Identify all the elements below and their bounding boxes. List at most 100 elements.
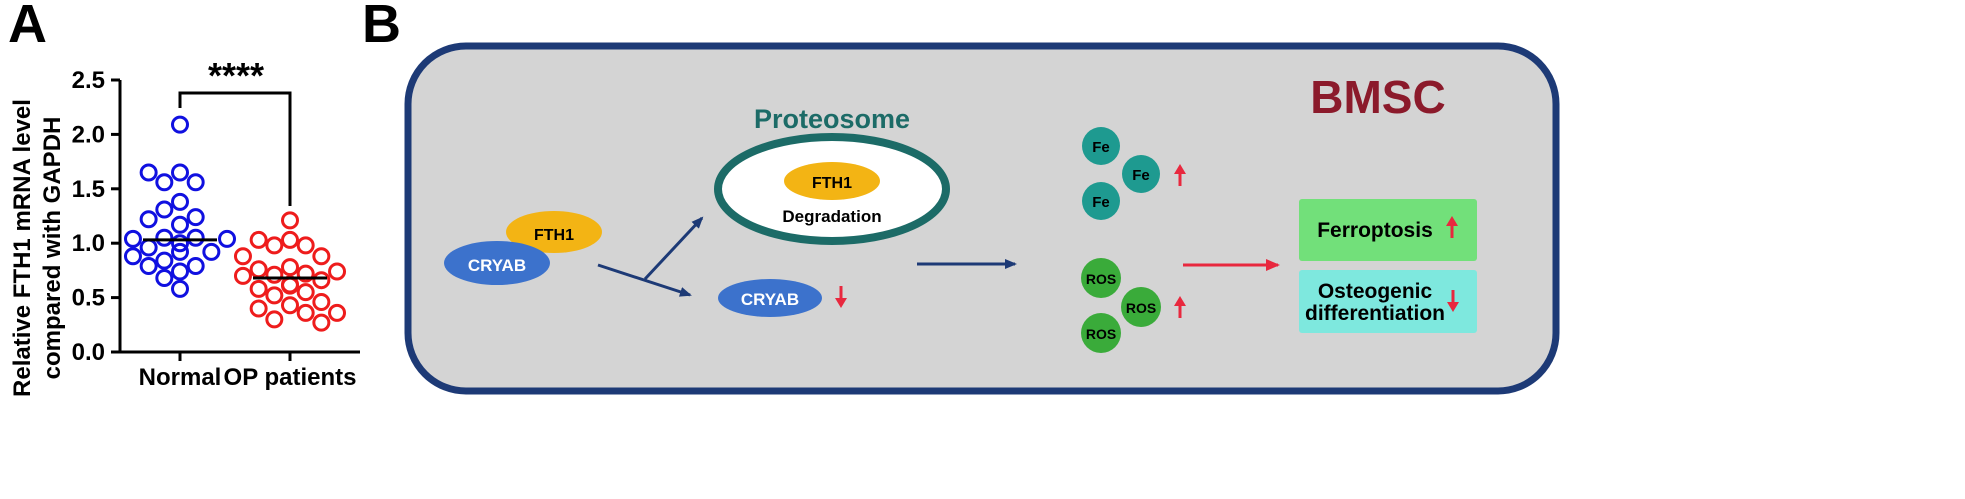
data-point (186, 208, 205, 227)
data-point (155, 228, 174, 247)
degradation-label: Degradation (782, 207, 881, 226)
fth1-node-degraded (784, 162, 880, 200)
data-point (186, 228, 205, 247)
ferroptosis-up-arrow-head (1446, 216, 1458, 226)
data-point (265, 236, 284, 255)
data-point (296, 264, 315, 283)
data-point (171, 242, 189, 261)
data-point (171, 262, 189, 281)
y-axis-label-line1: Relative FTH1 mRNA level (9, 99, 36, 397)
data-point (233, 266, 252, 285)
data-point (312, 271, 331, 290)
data-point (296, 283, 315, 302)
data-point (171, 215, 189, 234)
data-point (281, 258, 299, 277)
y-tick-label: 1.0 (72, 230, 105, 257)
data-point (139, 257, 158, 276)
y-axis-label-line2: compared with GAPDH (39, 117, 66, 380)
fth1-node-complex (506, 211, 602, 253)
bmsc-label: BMSC (1310, 71, 1445, 123)
data-point (249, 299, 268, 318)
y-tick-label: 2.0 (72, 121, 105, 148)
data-point (265, 265, 284, 284)
data-point (265, 286, 284, 305)
cryab-complex-label: CRYAB (468, 256, 526, 275)
osteogenic-box (1299, 270, 1477, 333)
y-tick-label: 0.0 (72, 339, 105, 366)
ros-label-3: ROS (1086, 326, 1116, 342)
data-point (155, 251, 174, 270)
fe-node-3 (1082, 182, 1120, 220)
significance-stars: **** (208, 55, 264, 96)
fe-label-1: Fe (1092, 139, 1110, 156)
arrow-to-proteasome (643, 216, 704, 281)
data-point (312, 247, 331, 266)
osteogenic-label-line2: differentiation (1305, 302, 1445, 325)
data-point (139, 210, 158, 229)
data-point (281, 296, 299, 315)
data-point (328, 303, 347, 322)
proteasome-label: Proteosome (754, 104, 910, 134)
ferroptosis-label: Ferroptosis (1317, 219, 1433, 242)
data-point (171, 234, 189, 253)
data-point (281, 211, 299, 230)
data-point (249, 279, 268, 298)
fth1-complex-label: FTH1 (534, 227, 574, 244)
data-point (123, 247, 142, 266)
data-point (328, 262, 347, 281)
data-point (139, 238, 158, 257)
data-point (265, 310, 284, 329)
x-tick-label: Normal (139, 364, 222, 391)
data-point (202, 242, 221, 261)
ros-node-2 (1121, 287, 1161, 327)
bmsc-cell (404, 42, 1560, 395)
fe-label-2: Fe (1132, 167, 1150, 184)
panel-a-letter: A (8, 0, 47, 54)
fe-label-3: Fe (1092, 194, 1110, 211)
cryab-free-label: CRYAB (741, 290, 799, 309)
data-point (171, 115, 189, 134)
data-point (139, 163, 158, 182)
panel-b-letter: B (362, 0, 401, 54)
ferroptosis-box (1299, 199, 1477, 261)
data-point (155, 200, 174, 219)
data-point (186, 173, 205, 192)
ros-label-1: ROS (1086, 271, 1116, 287)
data-point (218, 229, 237, 248)
data-point (155, 269, 174, 288)
data-point (233, 247, 252, 266)
x-tick-label: OP patients (224, 364, 357, 391)
ros-node-3 (1081, 313, 1121, 353)
arrow-to-cryab (597, 263, 692, 297)
data-point (249, 230, 268, 249)
ros-label-2: ROS (1126, 300, 1156, 316)
significance-bracket (178, 91, 292, 206)
data-point (312, 292, 331, 311)
data-point (171, 192, 189, 211)
ros-node-1 (1081, 258, 1121, 298)
cryab-node-complex (444, 241, 550, 285)
data-point (296, 303, 315, 322)
data-point (186, 257, 205, 276)
osteogenic-label-line1: Osteogenic (1318, 280, 1433, 303)
data-point (296, 236, 315, 255)
fe-node-1 (1082, 127, 1120, 165)
y-tick-label: 2.5 (72, 67, 105, 94)
osteogenic-down-arrow-head (1447, 302, 1459, 312)
fth1-degraded-label: FTH1 (812, 175, 852, 192)
data-point (155, 173, 174, 192)
y-tick-label: 0.5 (72, 285, 105, 312)
cryab-node-free (718, 279, 822, 317)
ros-up-arrow-head (1174, 296, 1186, 306)
data-point (171, 163, 189, 182)
fe-node-2 (1122, 155, 1160, 193)
data-point (249, 260, 268, 279)
scatter-chart: Relative FTH1 mRNA level compared with G… (9, 55, 360, 397)
data-point (123, 229, 142, 248)
data-point (171, 279, 189, 298)
data-point (281, 230, 299, 249)
cryab-down-arrow-head (835, 298, 847, 308)
data-point (312, 313, 331, 332)
y-tick-label: 1.5 (72, 176, 105, 203)
